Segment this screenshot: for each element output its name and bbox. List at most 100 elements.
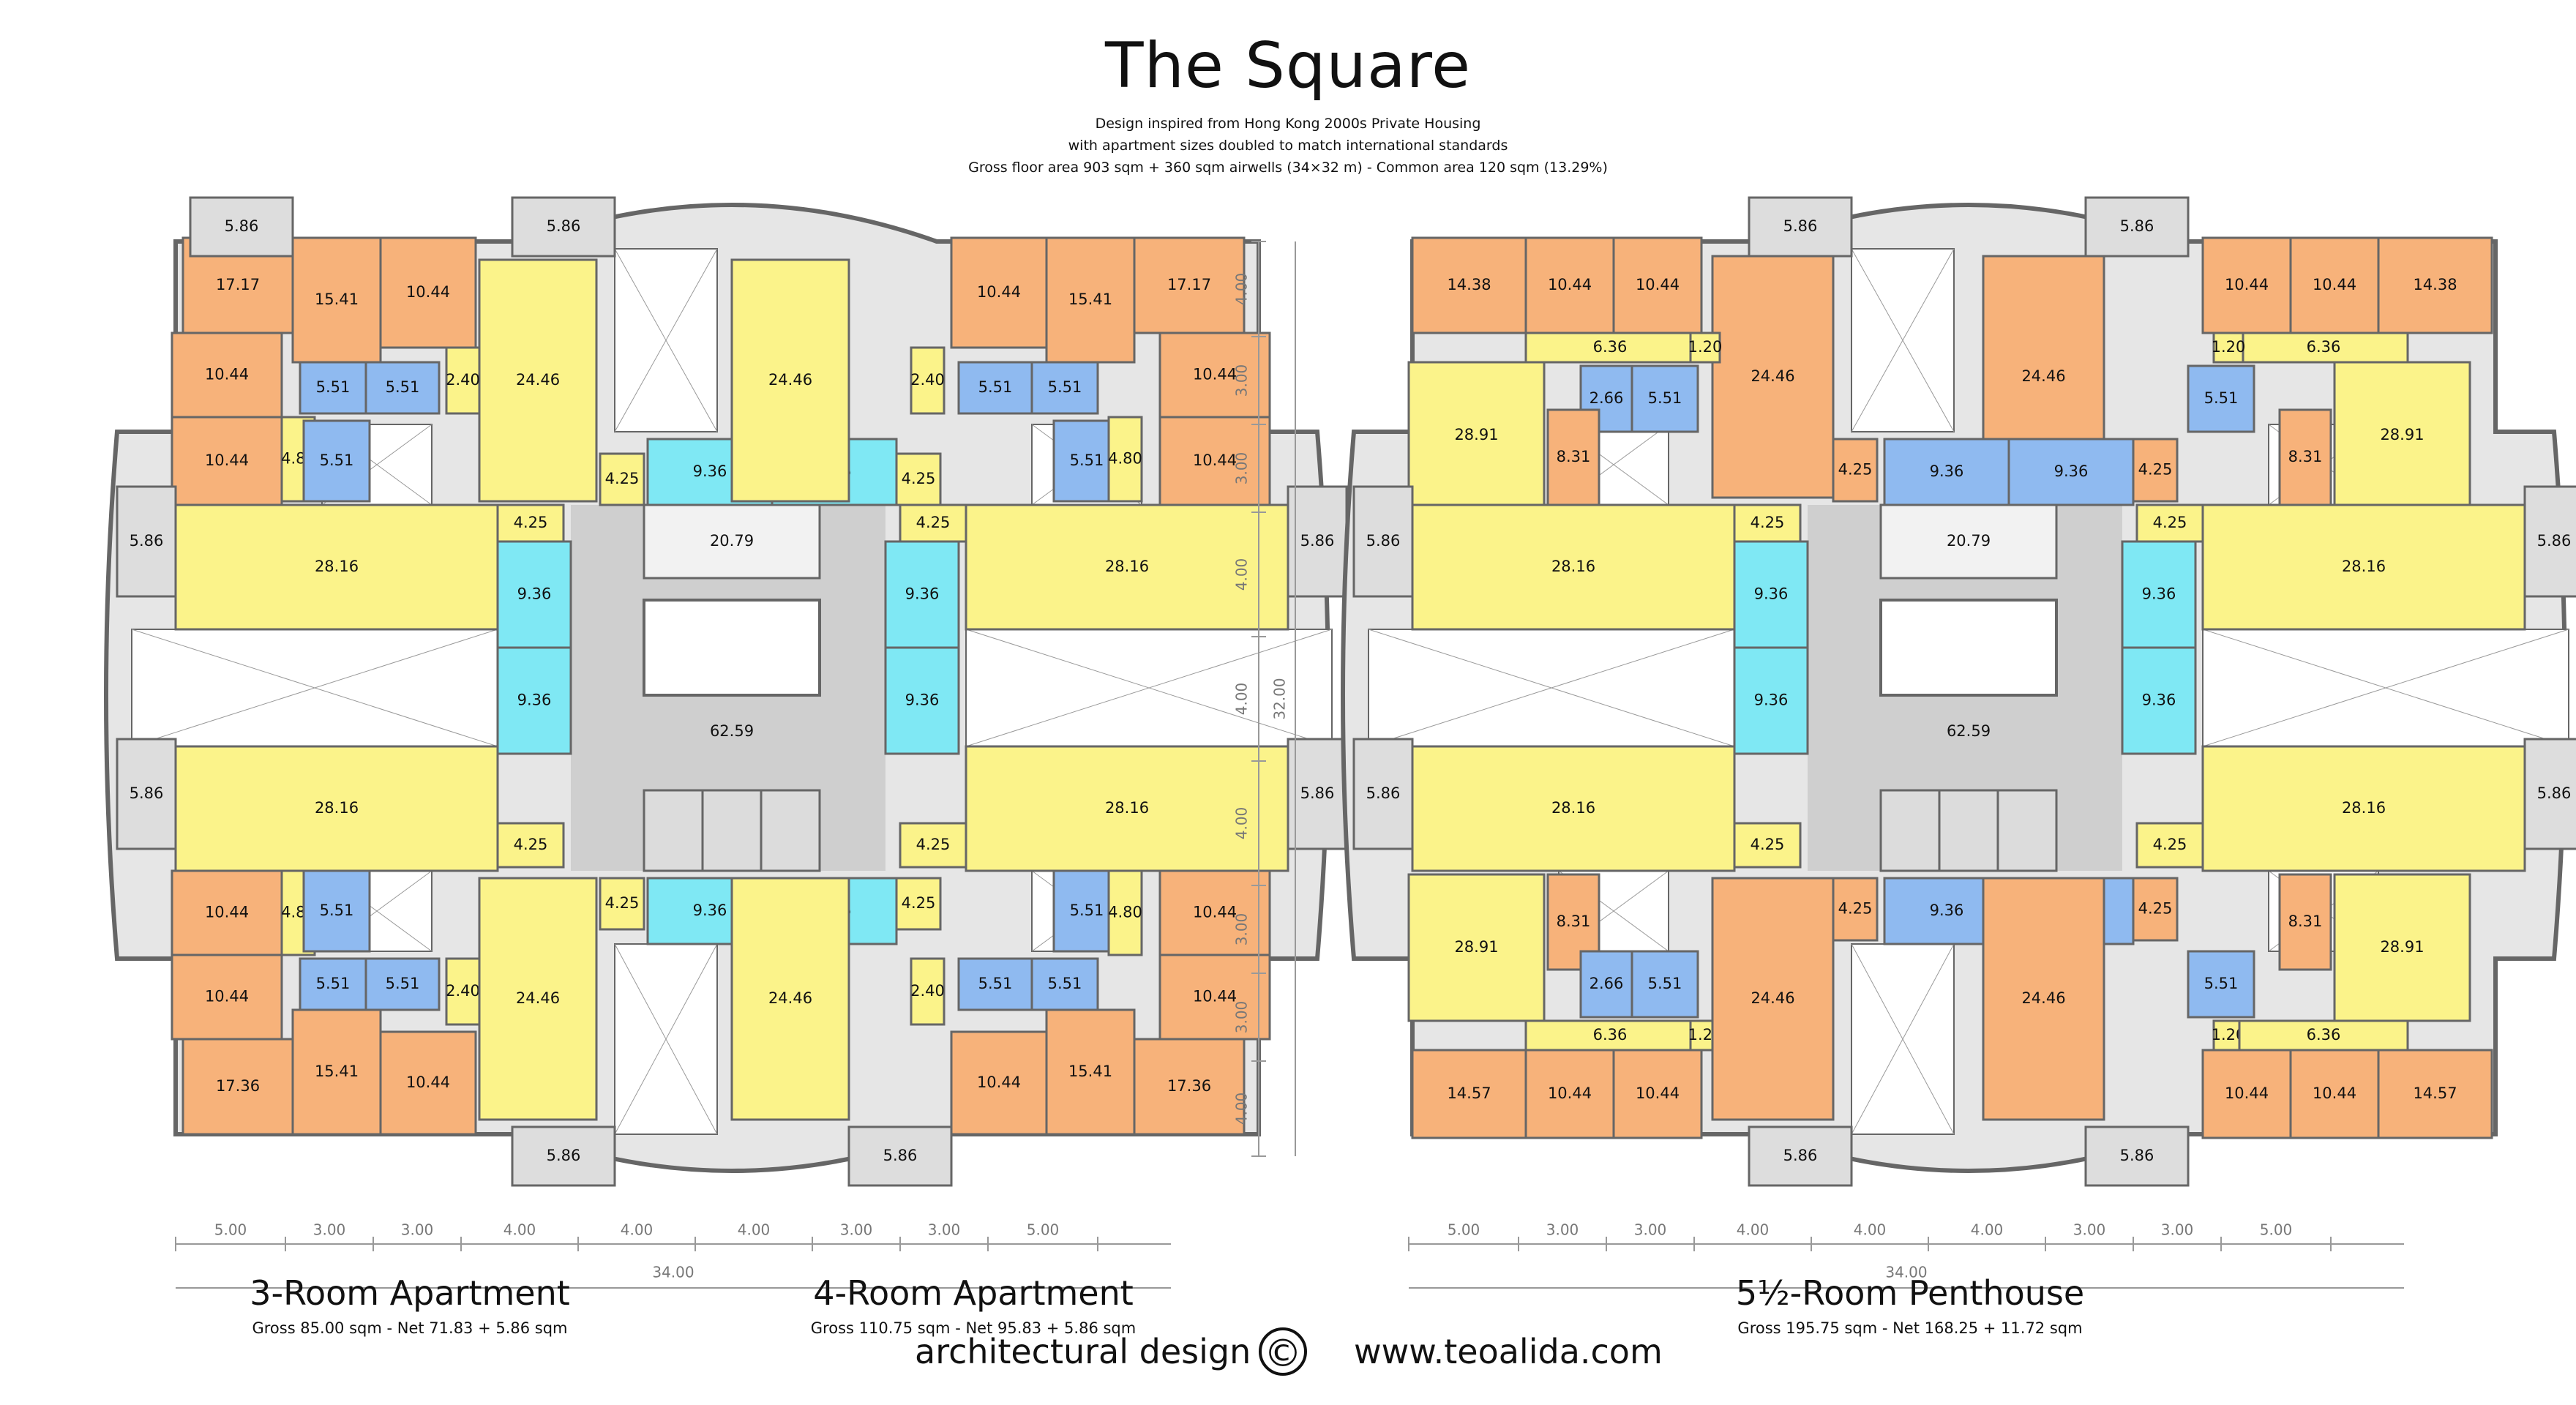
room <box>379 1030 477 1136</box>
room-area-label: 2.66 <box>1590 975 1624 992</box>
room-area-label: 5.86 <box>1300 532 1335 550</box>
room <box>1352 738 1414 850</box>
room-area-label: 10.44 <box>1548 1084 1592 1102</box>
room-area-label: 4.25 <box>1751 514 1785 531</box>
room <box>171 953 283 1041</box>
dim-label: 3.00 <box>840 1221 873 1239</box>
room <box>899 503 967 543</box>
dim-label: 4.00 <box>1971 1221 2004 1239</box>
room-area-label: 5.51 <box>1648 389 1682 407</box>
room-area-label: 28.16 <box>2342 799 2386 817</box>
room <box>2132 877 2179 942</box>
dim-label-vertical: 3.00 <box>1233 364 1251 397</box>
room <box>299 361 367 415</box>
dim-label: 5.00 <box>1027 1221 1060 1239</box>
room-area-label: 5.51 <box>1648 975 1682 992</box>
lift-shaft <box>701 789 763 872</box>
room <box>965 745 1289 872</box>
dim-total-label: 34.00 <box>1885 1264 1927 1281</box>
room-area-label: 6.36 <box>2307 1026 2341 1044</box>
subtitle-line-1: Design inspired from Hong Kong 2000s Pri… <box>1095 116 1481 132</box>
room <box>1524 236 1615 334</box>
room-area-label: 10.44 <box>1548 276 1592 293</box>
room <box>379 236 477 349</box>
room-area-label: 5.51 <box>978 378 1013 396</box>
stair-core <box>643 503 821 580</box>
room-area-label: 4.25 <box>1751 836 1785 853</box>
room-area-label: 10.44 <box>1193 904 1237 921</box>
room-area-label: 9.36 <box>693 902 727 919</box>
room-area-label: 5.86 <box>2537 784 2572 802</box>
room-area-label: 10.44 <box>205 452 249 469</box>
room-area-label: 28.91 <box>1454 938 1498 956</box>
room <box>496 540 572 649</box>
room <box>2007 438 2135 506</box>
room <box>884 540 960 649</box>
footer-website: www.teoalida.com <box>1354 1332 1663 1371</box>
room <box>1733 503 1802 543</box>
apartment-area-4-room: Gross 110.75 sqm - Net 95.83 + 5.86 sqm <box>810 1319 1137 1337</box>
room <box>730 877 850 1121</box>
room <box>2278 408 2332 506</box>
room <box>171 331 283 419</box>
room-area-label: 4.25 <box>916 514 951 531</box>
stair-core <box>1879 503 2058 580</box>
room-area-label: 4.25 <box>2138 461 2173 479</box>
room-area-label: 5.86 <box>130 532 164 550</box>
room <box>2084 1125 2190 1187</box>
room-area-label: 5.86 <box>1366 784 1401 802</box>
room-area-label: 17.17 <box>1167 276 1211 293</box>
room <box>1045 1008 1136 1136</box>
room <box>1411 745 1736 872</box>
room <box>2132 438 2179 503</box>
dim-label-vertical: 4.00 <box>1233 1093 1251 1125</box>
room-area-label: 15.41 <box>1068 291 1112 308</box>
room-area-label: 10.44 <box>1193 366 1237 383</box>
dim-label: 3.00 <box>2161 1221 2194 1239</box>
room-area-label: 4.25 <box>916 836 951 853</box>
room <box>950 236 1048 349</box>
room <box>2135 822 2204 869</box>
room <box>364 361 441 415</box>
room-area-label: 4.80 <box>1108 904 1142 921</box>
dim-label: 3.00 <box>401 1221 434 1239</box>
room-area-label: 5.86 <box>547 217 581 235</box>
room <box>910 346 946 415</box>
dim-label: 3.00 <box>313 1221 346 1239</box>
room-area-label: 28.16 <box>1551 799 1595 817</box>
room-area-label: 4.25 <box>2153 836 2187 853</box>
room-area-label: 8.31 <box>1557 448 1591 465</box>
room-area-label: 5.86 <box>130 784 164 802</box>
room-area-label: 5.86 <box>2120 217 2154 235</box>
dim-label-vertical: 4.00 <box>1233 683 1251 716</box>
room-area-label: 5.86 <box>2120 1147 2154 1164</box>
room <box>174 745 499 872</box>
room-area-label: 1.20 <box>2212 338 2246 356</box>
room-area-label: 24.46 <box>2021 989 2065 1007</box>
room <box>1630 364 1699 433</box>
airwell-cross <box>614 248 718 432</box>
room <box>291 236 382 364</box>
room <box>1748 196 1853 258</box>
room-area-label: 1.20 <box>1688 338 1723 356</box>
room-area-label: 4.80 <box>1108 450 1142 468</box>
apartment-title-penthouse: 5½-Room Penthouse <box>1735 1273 2085 1313</box>
apartment-area-3-room: Gross 85.00 sqm - Net 71.83 + 5.86 sqm <box>252 1319 568 1337</box>
room-area-label: 5.86 <box>1783 217 1818 235</box>
room <box>895 452 942 506</box>
airwell-cross <box>1851 248 1955 432</box>
room-area-label: 28.16 <box>1105 799 1149 817</box>
room-area-label: 4.25 <box>605 894 640 912</box>
room-area-label: 9.36 <box>905 585 940 603</box>
room <box>2084 196 2190 258</box>
dim-label: 4.00 <box>738 1221 771 1239</box>
room-area-label: 28.16 <box>315 799 359 817</box>
copyright-icon: © <box>1259 1327 1307 1376</box>
room <box>895 877 942 931</box>
room <box>1411 503 1736 631</box>
subtitle-line-3: Gross floor area 903 sqm + 360 sqm airwe… <box>968 160 1608 176</box>
room-area-label: 24.46 <box>1751 367 1794 385</box>
room-area-label: 17.36 <box>1167 1077 1211 1095</box>
core-area-label: 20.79 <box>1947 532 1991 550</box>
